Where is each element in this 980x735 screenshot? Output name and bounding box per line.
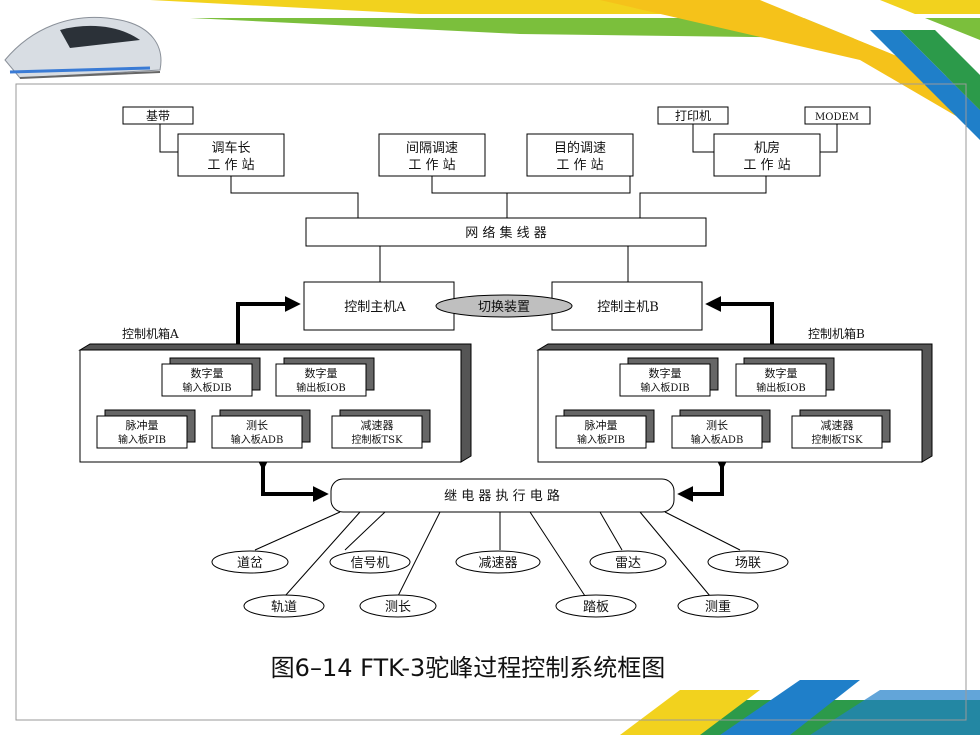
board-tsk-b: 减速器 控制板TSK	[791, 409, 891, 449]
printer-box	[657, 106, 729, 125]
svg-text:输入板PIB: 输入板PIB	[577, 433, 625, 446]
figure-caption: 图6–14 FTK-3驼峰过程控制系统框图	[271, 654, 666, 682]
svg-text:踏板: 踏板	[583, 600, 609, 615]
host-b-box	[551, 281, 703, 331]
relay-label: 继 电 器 执 行 电 路	[444, 488, 560, 504]
svg-text:输入板DIB: 输入板DIB	[640, 381, 689, 394]
switch-ellipse	[435, 294, 573, 318]
board-iob-a: 数字量 输出板IOB	[275, 357, 375, 397]
svg-text:场联: 场联	[735, 556, 761, 571]
board-pib-b: 脉冲量 输入板PIB	[555, 409, 655, 449]
header-banner	[150, 0, 980, 140]
device-xinhaoji: 信号机	[329, 550, 411, 574]
footer-banner	[620, 680, 980, 735]
content-frame	[15, 83, 967, 721]
svg-text:调车长: 调车长	[211, 140, 250, 156]
device-cezhong: 测重	[677, 594, 759, 618]
connectors	[159, 123, 838, 282]
svg-text:测长: 测长	[385, 600, 411, 615]
host-b-label: 控制主机B	[597, 300, 659, 315]
workstation-jiange: 间隔调速 工 作 站	[378, 133, 486, 177]
device-jiansuqi: 减速器	[455, 550, 541, 574]
svg-text:减速器: 减速器	[478, 556, 517, 571]
switch-label: 切换装置	[478, 300, 530, 315]
svg-text:输入板DIB: 输入板DIB	[182, 381, 231, 394]
host-cabinet-arrows	[230, 296, 780, 502]
relay-box	[330, 478, 675, 513]
svg-text:目的调速: 目的调速	[554, 140, 606, 156]
board-dib-a: 数字量 输入板DIB	[161, 357, 261, 397]
svg-text:机房: 机房	[754, 140, 780, 156]
svg-text:数字量: 数字量	[191, 366, 224, 380]
printer-label: 打印机	[675, 109, 711, 123]
device-changlian: 场联	[707, 550, 789, 574]
svg-text:数字量: 数字量	[305, 366, 338, 380]
svg-text:工 作 站: 工 作 站	[743, 158, 790, 173]
svg-text:工 作 站: 工 作 站	[556, 158, 603, 173]
board-dib-b: 数字量 输入板DIB	[619, 357, 719, 397]
board-adb-a: 测长 输入板ADB	[211, 409, 311, 449]
svg-text:脉冲量: 脉冲量	[585, 418, 618, 432]
svg-text:输出板IOB: 输出板IOB	[296, 381, 346, 394]
workstation-jifang: 机房 工 作 站	[713, 133, 821, 177]
board-pib-a: 脉冲量 输入板PIB	[96, 409, 196, 449]
svg-text:数字量: 数字量	[649, 366, 682, 380]
hub-label: 网 络 集 线 器	[465, 225, 547, 241]
modem-box	[804, 106, 871, 125]
svg-text:控制板TSK: 控制板TSK	[812, 433, 864, 446]
device-taban: 踏板	[555, 594, 637, 618]
device-leida: 雷达	[589, 550, 667, 574]
svg-text:输入板ADB: 输入板ADB	[691, 433, 744, 446]
board-adb-b: 测长 输入板ADB	[671, 409, 771, 449]
svg-text:测长: 测长	[706, 419, 728, 432]
svg-text:输入板ADB: 输入板ADB	[231, 433, 284, 446]
device-cechang: 测长	[359, 594, 437, 618]
svg-text:脉冲量: 脉冲量	[126, 418, 159, 432]
host-a-box	[303, 281, 455, 331]
svg-text:输入板PIB: 输入板PIB	[118, 433, 166, 446]
svg-text:减速器: 减速器	[821, 419, 854, 432]
jidai-label: 基带	[146, 109, 170, 123]
svg-text:减速器: 减速器	[361, 419, 394, 432]
svg-text:工 作 站: 工 作 站	[207, 158, 254, 173]
svg-text:输出板IOB: 输出板IOB	[756, 381, 806, 394]
board-tsk-a: 减速器 控制板TSK	[331, 409, 431, 449]
device-links	[254, 511, 741, 597]
svg-text:测长: 测长	[246, 419, 268, 432]
svg-text:测重: 测重	[705, 599, 731, 615]
board-iob-b: 数字量 输出板IOB	[735, 357, 835, 397]
jidai-box	[122, 106, 194, 125]
host-a-label: 控制主机A	[344, 300, 406, 315]
device-daocha: 道岔	[211, 550, 289, 574]
modem-label: MODEM	[815, 112, 859, 123]
svg-text:工 作 站: 工 作 站	[408, 158, 455, 173]
train-logo	[4, 16, 162, 79]
device-guidao: 轨道	[243, 594, 325, 618]
svg-text:道岔: 道岔	[237, 556, 263, 571]
svg-text:数字量: 数字量	[765, 366, 798, 380]
svg-text:间隔调速: 间隔调速	[406, 141, 458, 156]
svg-text:控制板TSK: 控制板TSK	[352, 433, 404, 446]
svg-text:信号机: 信号机	[350, 556, 389, 571]
hub-box	[305, 217, 707, 247]
workstation-mudi: 目的调速 工 作 站	[526, 133, 634, 177]
cabinet-b-label: 控制机箱B	[808, 326, 865, 341]
svg-text:轨道: 轨道	[271, 600, 297, 615]
svg-text:雷达: 雷达	[615, 556, 641, 571]
workstation-tiaochezhang: 调车长 工 作 站	[177, 133, 285, 177]
cabinet-a-label: 控制机箱A	[122, 326, 179, 341]
